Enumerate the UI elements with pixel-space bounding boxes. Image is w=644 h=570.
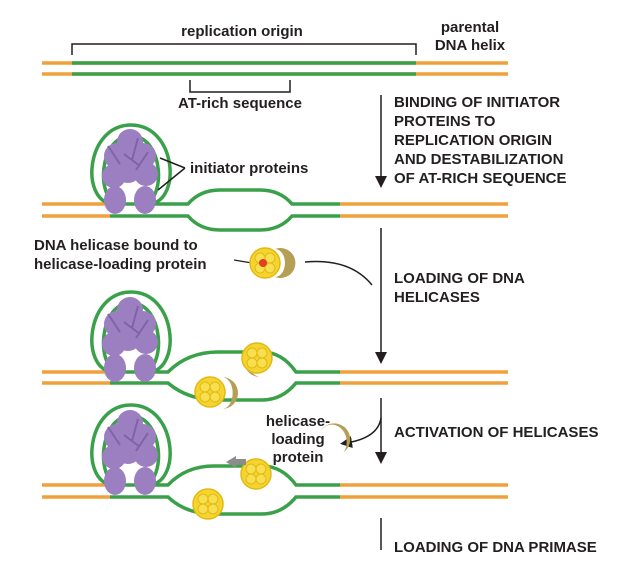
helicase-loading-protein-label-line3: protein bbox=[273, 449, 324, 466]
curved-arrow-icon bbox=[340, 417, 382, 448]
initiator-proteins-label: initiator proteins bbox=[190, 160, 308, 177]
parental-dna-row bbox=[42, 61, 508, 76]
parental-label-line1: parental bbox=[441, 19, 499, 36]
step-binding: BINDING OF INITIATOR PROTEINS TO REPLICA… bbox=[394, 94, 567, 187]
helicase-bound-label-line2: helicase-loading protein bbox=[34, 256, 207, 273]
initiator-protein-complex bbox=[101, 409, 159, 496]
svg-text:OF AT-RICH SEQUENCE: OF AT-RICH SEQUENCE bbox=[394, 170, 567, 187]
svg-text:HELICASES: HELICASES bbox=[394, 289, 480, 306]
left-arrow-icon bbox=[226, 456, 246, 468]
at-rich-label: AT-rich sequence bbox=[178, 95, 302, 112]
helicase-loading-protein-label-line1: helicase- bbox=[266, 413, 330, 430]
helicase-pointer-line bbox=[233, 259, 253, 264]
parental-label-line2: DNA helix bbox=[435, 37, 506, 54]
helicase-bound-label-line1: DNA helicase bound to bbox=[34, 237, 198, 254]
initiator-pointer-lines bbox=[157, 157, 186, 191]
replication-origin-label: replication origin bbox=[181, 23, 303, 40]
helicase-loaded-top bbox=[241, 342, 273, 377]
initiator-protein-complex bbox=[101, 296, 159, 383]
svg-text:PROTEINS TO: PROTEINS TO bbox=[394, 113, 496, 130]
helicase-with-loader bbox=[249, 247, 296, 279]
initiator-protein-complex bbox=[101, 128, 159, 215]
helicase-active-bottom bbox=[192, 488, 224, 520]
curved-arrow-icon bbox=[304, 260, 373, 286]
step-activation: ACTIVATION OF HELICASES bbox=[394, 424, 598, 441]
step-loading-helicases: LOADING OF DNA HELICASES bbox=[394, 270, 525, 306]
at-rich-bracket bbox=[189, 80, 291, 93]
helicase-loaded-bottom bbox=[194, 376, 238, 409]
step-loading-primase: LOADING OF DNA PRIMASE bbox=[394, 539, 597, 556]
svg-text:REPLICATION ORIGIN: REPLICATION ORIGIN bbox=[394, 132, 552, 149]
svg-text:AND DESTABILIZATION: AND DESTABILIZATION bbox=[394, 151, 563, 168]
replication-origin-bracket bbox=[71, 43, 417, 55]
helicase-loading-protein-label-line2: loading bbox=[271, 431, 324, 448]
svg-text:LOADING OF DNA: LOADING OF DNA bbox=[394, 270, 525, 287]
svg-text:BINDING OF INITIATOR: BINDING OF INITIATOR bbox=[394, 94, 560, 111]
